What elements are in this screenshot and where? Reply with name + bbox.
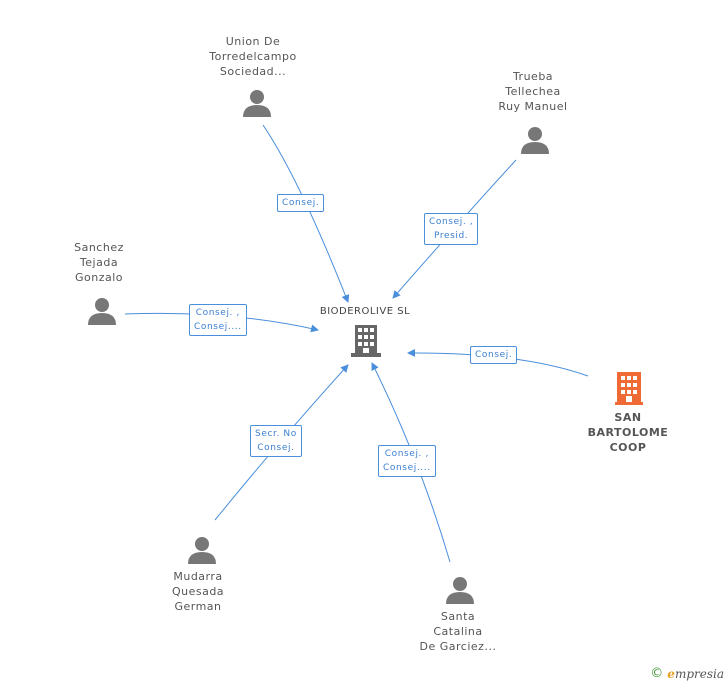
person-icon-trueba[interactable]: [521, 127, 549, 154]
person-name-mudarra[interactable]: Mudarra Quesada German: [171, 570, 225, 613]
company-building-icon[interactable]: [615, 372, 643, 405]
role-box-mudarra[interactable]: Secr. No Consej.: [250, 425, 302, 457]
role-box-santa[interactable]: Consej. , Consej....: [378, 445, 436, 477]
person-icon-union[interactable]: [243, 90, 271, 117]
role-box-trueba[interactable]: Consej. , Presid.: [424, 213, 479, 245]
center-company-name[interactable]: BIODEROLIVE SL: [319, 306, 411, 317]
person-name-sanchez[interactable]: Sanchez Tejada Gonzalo: [74, 241, 124, 284]
person-name-trueba[interactable]: Trueba Tellechea Ruy Manuel: [498, 70, 568, 113]
copyright-symbol: ©: [650, 666, 664, 681]
role-box-union[interactable]: Consej.: [277, 194, 325, 212]
person-icon-santa[interactable]: [446, 577, 474, 604]
edge-union: [262, 124, 350, 303]
footer-brand: © empresia: [650, 666, 724, 681]
building-icon[interactable]: [351, 325, 381, 357]
role-box-sanchez[interactable]: Consej. , Consej....: [189, 304, 247, 336]
person-name-union[interactable]: Union De Torredelcampo Sociedad...: [209, 35, 297, 78]
person-icon-sanchez[interactable]: [88, 298, 116, 325]
company-name-san-bartolome[interactable]: SAN BARTOLOME COOP: [587, 411, 669, 454]
person-name-santa[interactable]: Santa Catalina De Garciez...: [419, 610, 497, 653]
brand-logo[interactable]: empresia: [667, 666, 724, 681]
role-box-company[interactable]: Consej.: [470, 346, 518, 364]
person-icon-mudarra[interactable]: [188, 537, 216, 564]
